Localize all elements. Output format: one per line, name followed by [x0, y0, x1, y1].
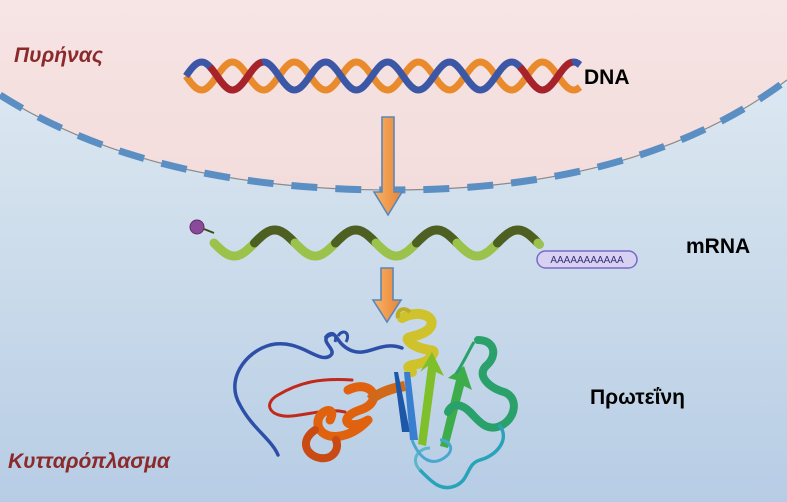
transcription-arrow	[372, 116, 404, 217]
mrna-segment	[493, 225, 543, 248]
dna-strand-orange	[183, 58, 583, 94]
protein-ribbon-icon	[233, 307, 518, 490]
dna-label: DNA	[584, 66, 630, 89]
cytoplasm-label: Κυτταρόπλασμα	[8, 450, 170, 473]
protein-label: Πρωτεΐνη	[590, 386, 685, 409]
dna-strand-red	[207, 58, 574, 94]
mrna-segment	[331, 225, 381, 248]
poly-a-label: AAAAAAAAAAA	[550, 255, 624, 266]
mrna-strand-icon	[209, 225, 544, 261]
mrna-segment	[533, 238, 544, 249]
nucleus-label: Πυρήνας	[14, 44, 103, 67]
mrna-segment	[250, 225, 300, 248]
mrna-segment	[290, 238, 340, 261]
mrna-segment	[371, 238, 421, 261]
mrna-5-cap	[189, 219, 205, 235]
mrna-segment	[452, 238, 502, 261]
mrna-label: mRNA	[686, 235, 751, 258]
mrna-segment	[209, 238, 259, 261]
dna-helix-icon	[183, 58, 583, 94]
translation-arrow	[371, 267, 403, 324]
poly-a-tail: AAAAAAAAAAA	[536, 250, 638, 269]
mrna-segment	[412, 225, 462, 248]
